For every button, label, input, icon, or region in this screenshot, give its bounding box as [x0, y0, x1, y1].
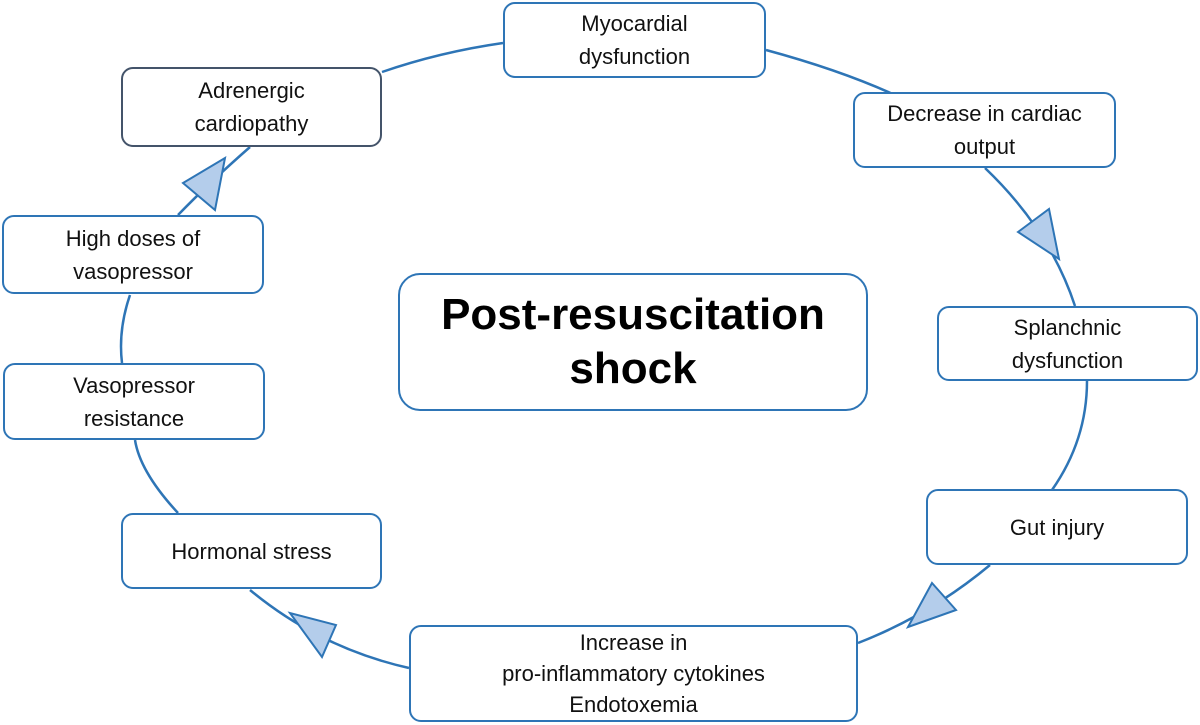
connector-myocardial-to-decrease	[765, 48, 896, 97]
node-myocardial-dysfunction: Myocardial dysfunction	[503, 2, 766, 78]
arrowhead-to-hormonal	[287, 611, 338, 659]
connector-resistance-to-high-doses	[119, 294, 132, 364]
node-label: Splanchnic dysfunction	[1011, 314, 1124, 373]
node-high-doses-vasopressor: High doses of vasopressor	[2, 215, 264, 294]
node-vasopressor-resistance: Vasopressor resistance	[3, 363, 265, 440]
node-adrenergic-cardiopathy: Adrenergic cardiopathy	[121, 67, 382, 147]
node-label: Myocardial dysfunction	[578, 11, 691, 69]
central-title: Post-resuscitation shock	[441, 290, 825, 393]
node-decrease-cardiac-output: Decrease in cardiac output	[853, 92, 1116, 168]
node-label: Hormonal stress	[171, 538, 332, 564]
node-label: Vasopressor resistance	[73, 372, 195, 431]
central-title-box: Post-resuscitation shock	[398, 273, 868, 411]
arrowhead-to-cytokines	[905, 581, 958, 629]
node-splanchnic-dysfunction: Splanchnic dysfunction	[937, 306, 1198, 381]
node-label: Decrease in cardiac output	[887, 101, 1082, 159]
arrowhead-to-splanchnic	[1016, 207, 1061, 262]
node-label: Increase in pro-inflammatory cytokines E…	[502, 630, 765, 717]
node-label: Gut injury	[1009, 514, 1105, 540]
node-label: High doses of vasopressor	[65, 225, 201, 284]
node-hormonal-stress: Hormonal stress	[121, 513, 382, 589]
node-label: Adrenergic cardiopathy	[194, 78, 309, 136]
node-gut-injury: Gut injury	[926, 489, 1188, 565]
connector-hormonal-to-vasopressor-resistance	[133, 439, 179, 514]
node-cytokines-endotoxemia: Increase in pro-inflammatory cytokines E…	[409, 625, 858, 722]
connector-adrenergic-to-myocardial	[381, 41, 504, 74]
connector-splanchnic-to-gut	[1050, 380, 1089, 491]
arrowhead-to-adrenergic	[181, 156, 227, 212]
